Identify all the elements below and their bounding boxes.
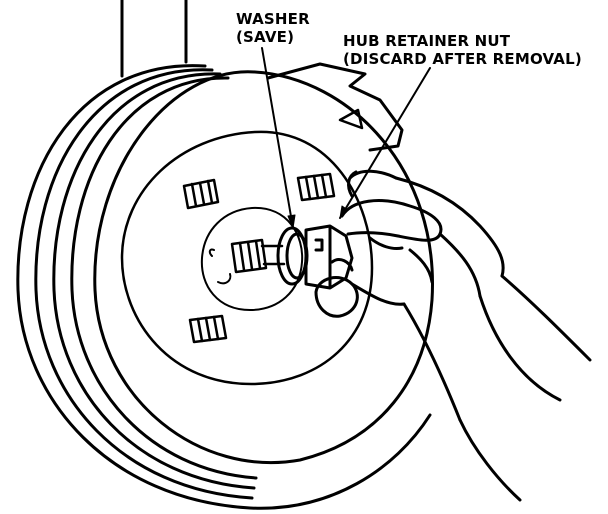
washer-label: WASHER (SAVE)	[236, 10, 310, 46]
lug-stud-upper-right	[296, 172, 336, 202]
lug-stud-upper-left	[182, 178, 220, 210]
hub-retainer-nut-leader-line	[339, 67, 431, 219]
hub-recess	[120, 130, 374, 386]
hub-retainer-nut-arrowhead	[339, 205, 349, 219]
washer-leader-line	[261, 47, 294, 229]
hub-retainer-nut-label-line2: (DISCARD AFTER REMOVAL)	[343, 50, 582, 68]
washer-label-line1: WASHER	[236, 10, 310, 28]
brake-drum-rim	[16, 64, 432, 510]
lug-stud-lower-left	[188, 314, 228, 344]
hub-retainer-nut	[304, 224, 354, 290]
strut-lines	[120, 0, 188, 78]
washer-label-line2: (SAVE)	[236, 28, 295, 46]
hub-retainer-nut-label-line1: HUB RETAINER NUT	[343, 32, 511, 50]
axle-spindle	[230, 238, 286, 274]
drum-edge-detail	[208, 248, 232, 285]
backing-plate	[266, 62, 404, 152]
hand	[314, 169, 592, 502]
hub-recess-inner	[200, 206, 304, 311]
hub-retainer-nut-label: HUB RETAINER NUT (DISCARD AFTER REMOVAL)	[343, 32, 582, 68]
washer-arrowhead	[287, 214, 296, 229]
